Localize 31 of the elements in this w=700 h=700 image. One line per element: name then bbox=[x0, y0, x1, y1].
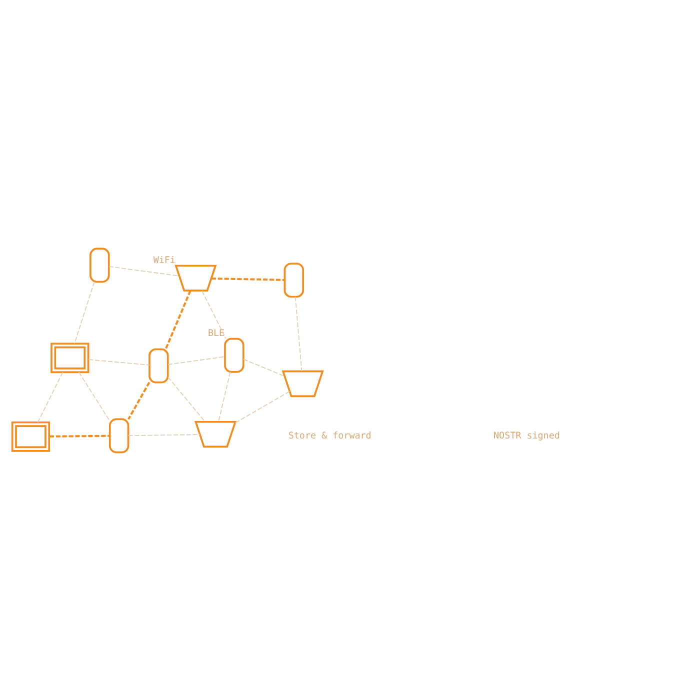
connector bbox=[167, 356, 226, 364]
connector bbox=[242, 358, 285, 376]
connector bbox=[128, 381, 150, 420]
connector bbox=[128, 434, 200, 436]
legend-label: NOSTR signed bbox=[494, 430, 560, 442]
node-laptop bbox=[174, 264, 217, 291]
node-phone bbox=[108, 418, 130, 453]
connector bbox=[74, 280, 95, 344]
connector bbox=[164, 290, 192, 349]
connector bbox=[211, 276, 285, 280]
connector bbox=[234, 390, 290, 423]
node-label: BLE bbox=[208, 328, 225, 339]
connector bbox=[168, 376, 206, 422]
connector bbox=[202, 290, 226, 339]
node-laptop bbox=[282, 370, 324, 397]
connector bbox=[37, 371, 64, 422]
node-tablet bbox=[50, 342, 90, 373]
connector bbox=[78, 371, 110, 421]
node-laptop bbox=[194, 420, 237, 448]
node-phone bbox=[284, 262, 304, 298]
connector bbox=[108, 266, 180, 276]
node-label: WiFi bbox=[153, 254, 176, 266]
node-tablet bbox=[11, 420, 50, 452]
node-phone bbox=[148, 348, 169, 383]
connector bbox=[88, 358, 150, 365]
legend-label: Store & forward bbox=[288, 430, 372, 442]
node-phone bbox=[224, 337, 244, 372]
connector bbox=[218, 371, 231, 422]
connector bbox=[294, 296, 302, 372]
connector bbox=[49, 434, 110, 437]
node-phone bbox=[90, 247, 110, 282]
